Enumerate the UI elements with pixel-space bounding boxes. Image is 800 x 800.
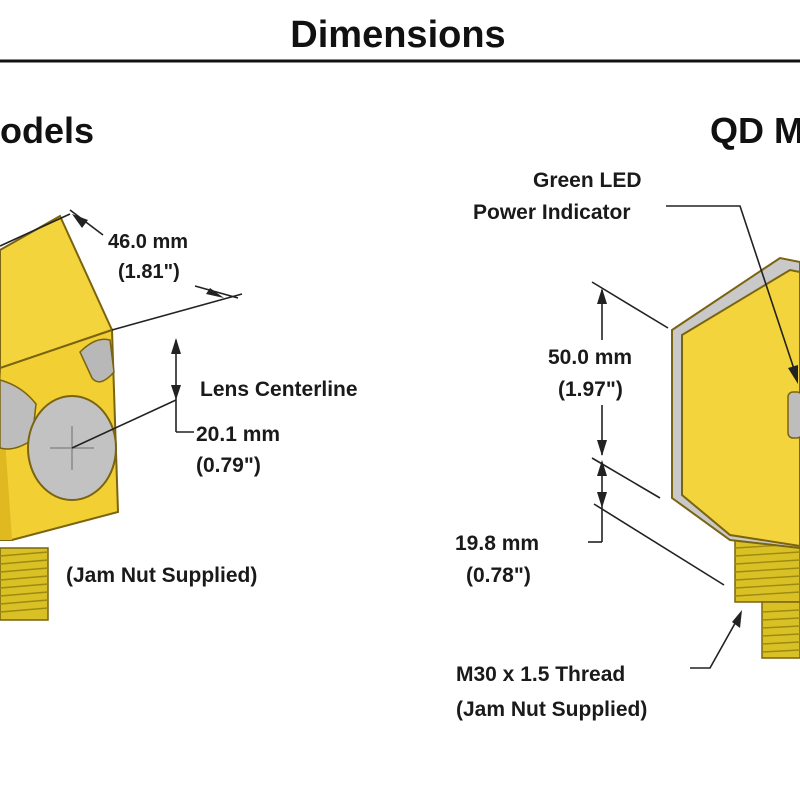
right-lower-mm: 19.8 mm (455, 532, 539, 555)
right-height-inch: (1.97") (558, 378, 623, 401)
green-led-window (787, 391, 800, 439)
right-lower-inch: (0.78") (466, 564, 531, 587)
thread-leader-arrow (732, 610, 742, 628)
page-title: Dimensions (290, 14, 505, 56)
left-jam-nut-label: (Jam Nut Supplied) (66, 564, 257, 587)
led-leader-line (666, 205, 796, 373)
lens-centerline-dimension (71, 340, 194, 449)
led-label-line2: Power Indicator (473, 201, 631, 224)
thread-label-line2: (Jam Nut Supplied) (456, 698, 647, 721)
left-width-mm: 46.0 mm (108, 231, 188, 253)
right-body-front (681, 268, 800, 548)
lower-arrow-down (597, 492, 607, 508)
left-panel-title: odels (0, 110, 94, 151)
thread-leader-line (690, 617, 739, 669)
led-leader-arrow (788, 365, 798, 384)
left-width-dimension (0, 209, 243, 331)
height-arrow-up (597, 288, 607, 304)
right-panel-title: QD M (710, 110, 800, 151)
lens-arrow-up (171, 338, 181, 354)
left-corner-window (79, 338, 115, 383)
width-arrow-right (206, 288, 224, 298)
height-arrow-down (597, 440, 607, 456)
right-sensor-illustration (671, 256, 800, 659)
left-width-inch: (1.81") (118, 261, 180, 283)
left-sensor-illustration (0, 214, 120, 621)
lens-centerline-label: Lens Centerline (200, 378, 358, 401)
thread-label-line1: M30 x 1.5 Thread (456, 663, 625, 686)
lower-arrow-up (597, 460, 607, 476)
left-thread (0, 547, 49, 621)
right-thread-lower (761, 601, 800, 659)
width-arrow-left (72, 214, 88, 228)
lens-arrow-down (171, 385, 181, 400)
lens-dim-mm: 20.1 mm (196, 423, 280, 446)
led-label-line1: Green LED (533, 169, 642, 192)
lens-dim-inch: (0.79") (196, 454, 261, 477)
right-thread-upper (734, 537, 800, 603)
right-height-mm: 50.0 mm (548, 346, 632, 369)
